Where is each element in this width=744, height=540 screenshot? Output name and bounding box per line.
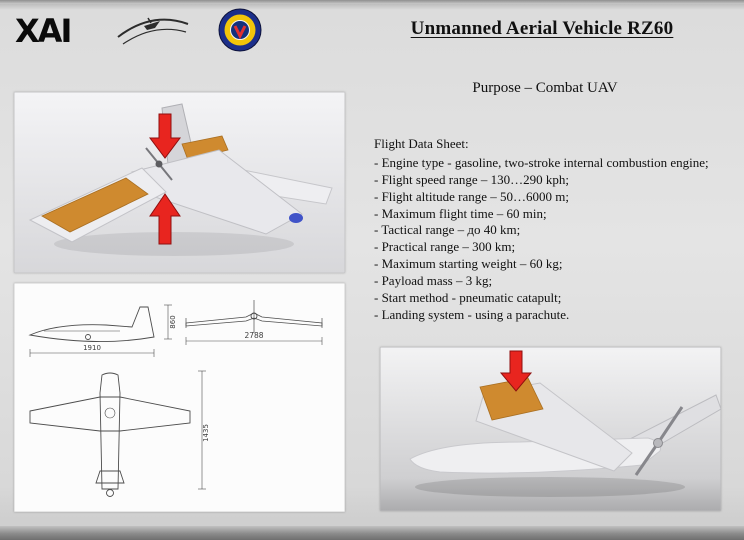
flight-data-item: - Flight altitude range – 50…6000 m; — [374, 188, 569, 204]
uav-nose-cone — [289, 213, 303, 223]
technical-drawing-panel: 1910 860 2788 1435 — [14, 283, 345, 512]
page-title: Unmanned Aerial Vehicle RZ60 — [410, 18, 674, 39]
header-logos: XAI — [14, 6, 262, 54]
flight-data-item: - Maximum flight time – 60 min; — [374, 205, 547, 221]
flight-data-list: - Engine type - gasoline, two-stroke int… — [374, 155, 732, 324]
flight-data-item: - Practical range – 300 km; — [374, 239, 516, 255]
slide-top-edge — [0, 0, 744, 4]
flight-data-heading: Flight Data Sheet: — [374, 136, 469, 151]
dim-span-label: 2788 — [244, 331, 263, 340]
aircraft-swoosh-logo — [117, 17, 189, 45]
xai-logo-text: XAI — [15, 12, 70, 50]
uav-propeller — [653, 438, 663, 448]
uav-render-rear-view — [380, 347, 721, 511]
flight-data-sheet: Flight Data Sheet: - Engine type - gasol… — [374, 136, 732, 324]
slide-bottom-bar — [0, 526, 744, 540]
annotation-arrow-down-icon — [149, 113, 181, 159]
flight-data-item: - Landing system - using a parachute. — [374, 306, 570, 322]
flight-data-item: - Engine type - gasoline, two-stroke int… — [374, 154, 709, 170]
flight-data-item: - Tactical range – до 40 km; — [374, 222, 521, 238]
purpose-subtitle: Purpose – Combat UAV — [472, 80, 618, 96]
flight-data-item: - Start method - pneumatic catapult; — [374, 290, 562, 306]
annotation-arrow-winglet-icon — [499, 350, 533, 392]
dim-top-length-label: 1435 — [202, 424, 210, 442]
flight-data-item: - Maximum starting weight – 60 kg; — [374, 256, 563, 272]
dim-height-label: 860 — [169, 315, 177, 328]
uav-orange-wing-panel — [41, 177, 149, 233]
uav-render-front-view — [14, 92, 345, 273]
roundel-badge — [218, 8, 262, 52]
xai-logo: XAI — [15, 12, 72, 50]
dim-length-label: 1910 — [83, 344, 101, 352]
flight-data-item: - Flight speed range – 130…290 kph; — [374, 171, 569, 187]
annotation-arrow-up-icon — [149, 193, 181, 245]
flight-data-item: - Payload mass – 3 kg; — [374, 273, 493, 289]
